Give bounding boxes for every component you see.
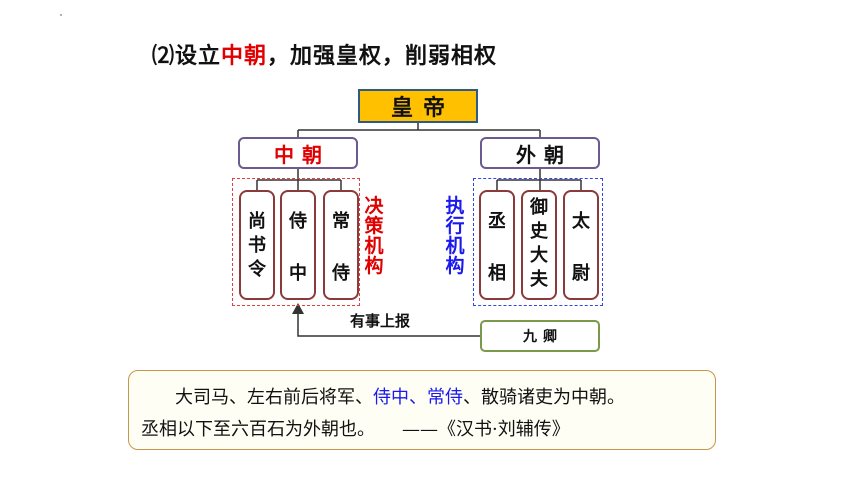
- quote-text: 大司马、左右前后将军、: [175, 387, 373, 408]
- decision-label: 决策机构: [364, 195, 384, 277]
- office-char: 御: [530, 197, 548, 218]
- heading-highlight: 中朝: [221, 44, 268, 69]
- office-taiwei: 太 尉: [563, 190, 599, 300]
- office-char: 侍: [289, 211, 307, 232]
- execution-label: 执行机构: [445, 195, 465, 277]
- heading-number: ⑵: [152, 44, 176, 69]
- office-yushidafu: 御 史 大 夫: [521, 190, 557, 300]
- heading-pre: 设立: [175, 44, 222, 69]
- dot-mark: [60, 14, 62, 16]
- heading-post: ，加强皇权，削弱相权: [267, 44, 498, 69]
- quote-text: 、散骑诸吏为中朝。: [463, 387, 625, 408]
- office-chengxiang: 丞 相: [479, 190, 515, 300]
- nine-ministers-box: 九卿: [480, 320, 600, 352]
- quote-line-2: 丞相以下至六百石为外朝也。 ——《汉书·刘辅传》: [141, 419, 570, 440]
- emperor-box: 皇帝: [358, 89, 478, 123]
- office-char: 尚: [248, 211, 266, 232]
- page-heading: ⑵设立中朝，加强皇权，削弱相权: [152, 38, 497, 70]
- office-char: 太: [572, 211, 590, 232]
- office-char: 令: [248, 259, 266, 280]
- office-changshi: 常 侍: [323, 190, 359, 300]
- outer-court-box: 外朝: [480, 137, 600, 169]
- office-char: 大: [530, 245, 548, 266]
- office-char: 夫: [530, 269, 548, 290]
- office-char: 书: [248, 235, 266, 256]
- office-char: 常: [332, 211, 350, 232]
- report-arrow-head: [292, 303, 304, 314]
- office-char: 史: [530, 221, 548, 242]
- inner-court-box: 中朝: [238, 137, 358, 169]
- office-char: 尉: [572, 263, 590, 284]
- outer-court-group: [473, 178, 603, 306]
- report-label: 有事上报: [350, 312, 411, 330]
- office-shizhong: 侍 中: [280, 190, 316, 300]
- quote-box: 大司马、左右前后将军、侍中、常侍、散骑诸吏为中朝。 丞相以下至六百石为外朝也。 …: [128, 370, 716, 450]
- office-char: 相: [488, 263, 506, 284]
- office-char: 侍: [332, 263, 350, 284]
- office-shangshuling: 尚 书 令: [239, 190, 275, 300]
- inner-court-group: [232, 178, 360, 306]
- office-char: 丞: [488, 211, 506, 232]
- office-char: 中: [289, 263, 307, 284]
- report-arrow-line: [297, 312, 480, 337]
- quote-line-1: 大司马、左右前后将军、侍中、常侍、散骑诸吏为中朝。: [175, 383, 625, 409]
- quote-highlight: 侍中、常侍: [373, 387, 463, 408]
